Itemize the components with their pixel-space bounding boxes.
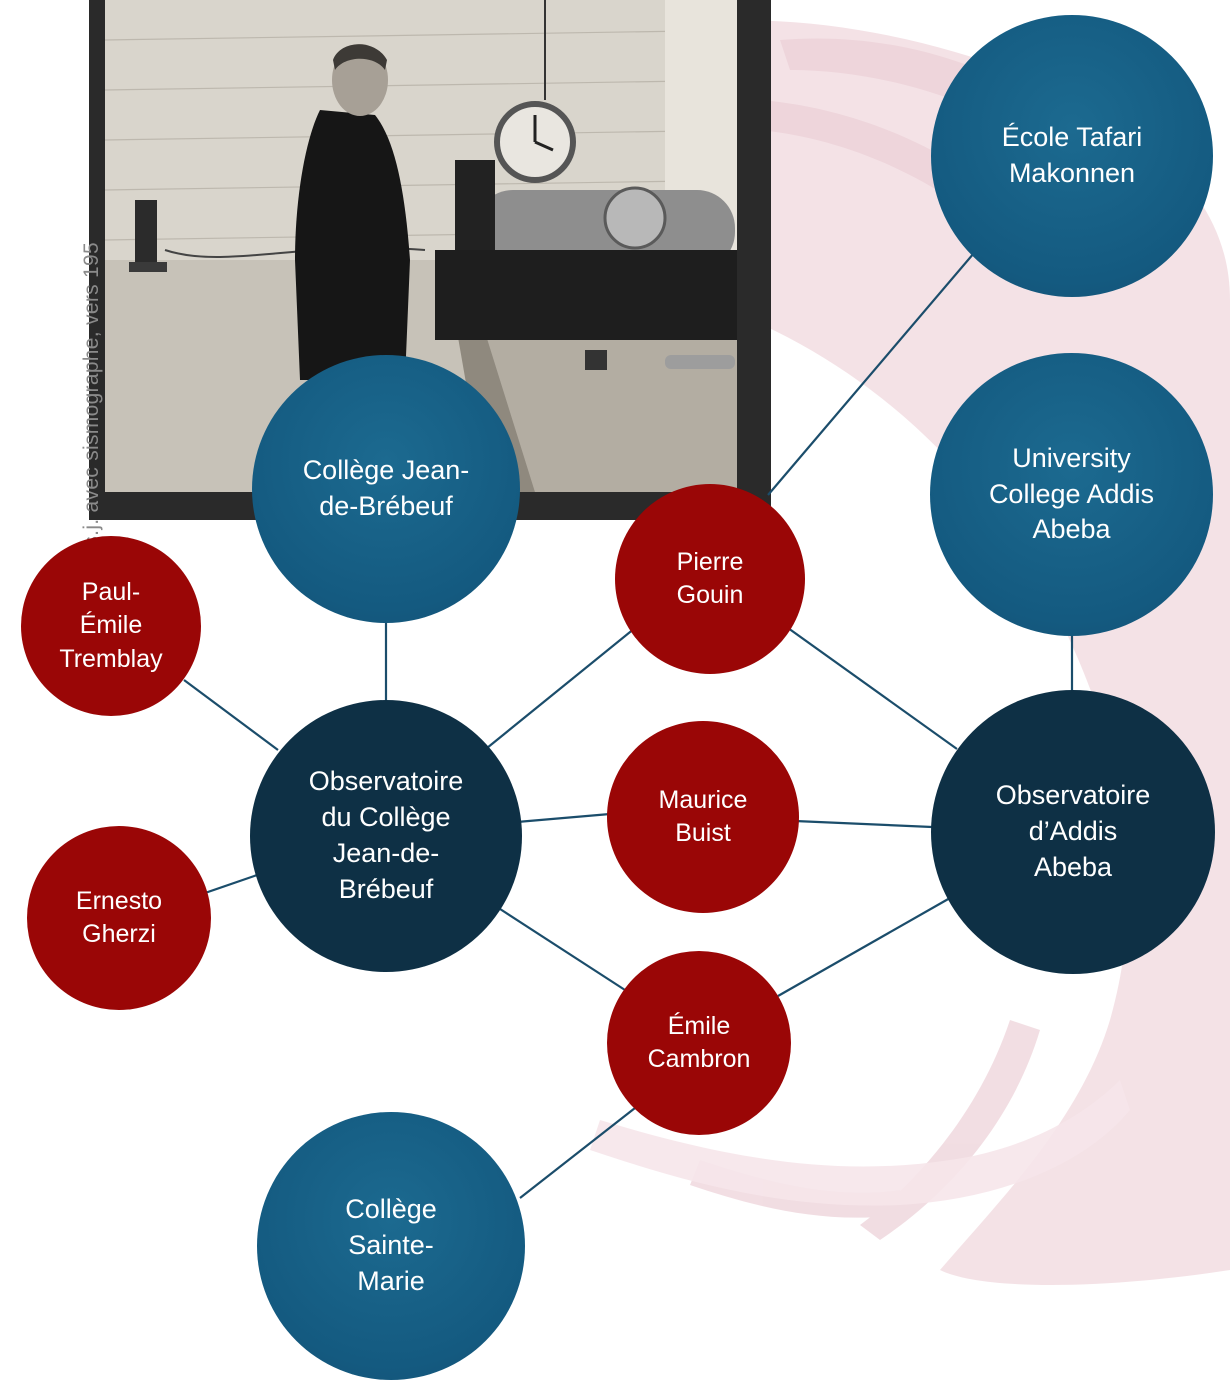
edge-paul-emile-obs-brebeuf: [183, 679, 279, 751]
edge-emile-cambron-college-sainte-marie: [519, 1107, 636, 1199]
node-label: École Tafari Makonnen: [1001, 122, 1143, 188]
node-label: Collège Sainte- Marie: [345, 1194, 437, 1296]
edge-ernesto-obs-brebeuf: [204, 872, 261, 895]
edge-obs-brebeuf-emile-cambron: [496, 906, 626, 991]
edge-maurice-buist-obs-addis: [794, 819, 933, 829]
node-maurice-buist[interactable]: Maurice Buist: [607, 721, 799, 913]
node-label: Paul- Émile Tremblay: [59, 578, 163, 673]
node-label: Collège Jean- de-Brébeuf: [302, 455, 470, 521]
edge-emile-cambron-obs-addis: [777, 897, 951, 997]
edge-pierre-gouin-ecole-tafari: [767, 252, 975, 496]
node-college-sainte-marie[interactable]: Collège Sainte- Marie: [257, 1112, 525, 1380]
node-label: Maurice Buist: [658, 785, 748, 847]
edge-obs-brebeuf-maurice-buist: [516, 812, 611, 824]
node-ecole-tafari-makonnen[interactable]: École Tafari Makonnen: [931, 15, 1213, 297]
edge-obs-brebeuf-pierre-gouin: [486, 627, 636, 749]
node-label: Pierre Gouin: [676, 547, 744, 609]
node-college-jean-de-brebeuf[interactable]: Collège Jean- de-Brébeuf: [252, 355, 520, 623]
node-ernesto-gherzi[interactable]: Ernesto Gherzi: [27, 826, 211, 1010]
node-university-college-addis-abeba[interactable]: University College Addis Abeba: [930, 353, 1213, 636]
node-paul-emile-tremblay[interactable]: Paul- Émile Tremblay: [21, 536, 201, 716]
node-observatoire-college-jean-de-brebeuf[interactable]: Observatoire du Collège Jean-de- Brébeuf: [250, 700, 522, 972]
node-label: University College Addis Abeba: [988, 442, 1155, 545]
node-emile-cambron[interactable]: Émile Cambron: [607, 951, 791, 1135]
node-label: Observatoire du Collège Jean-de- Brébeuf: [308, 766, 464, 904]
edge-pierre-gouin-obs-addis: [787, 627, 958, 750]
node-label: Émile Cambron: [647, 1011, 751, 1073]
node-observatoire-addis-abeba[interactable]: Observatoire d’Addis Abeba: [931, 690, 1215, 974]
node-label: Observatoire d’Addis Abeba: [995, 780, 1151, 882]
node-label: Ernesto Gherzi: [75, 886, 163, 948]
node-pierre-gouin[interactable]: Pierre Gouin: [615, 484, 805, 674]
